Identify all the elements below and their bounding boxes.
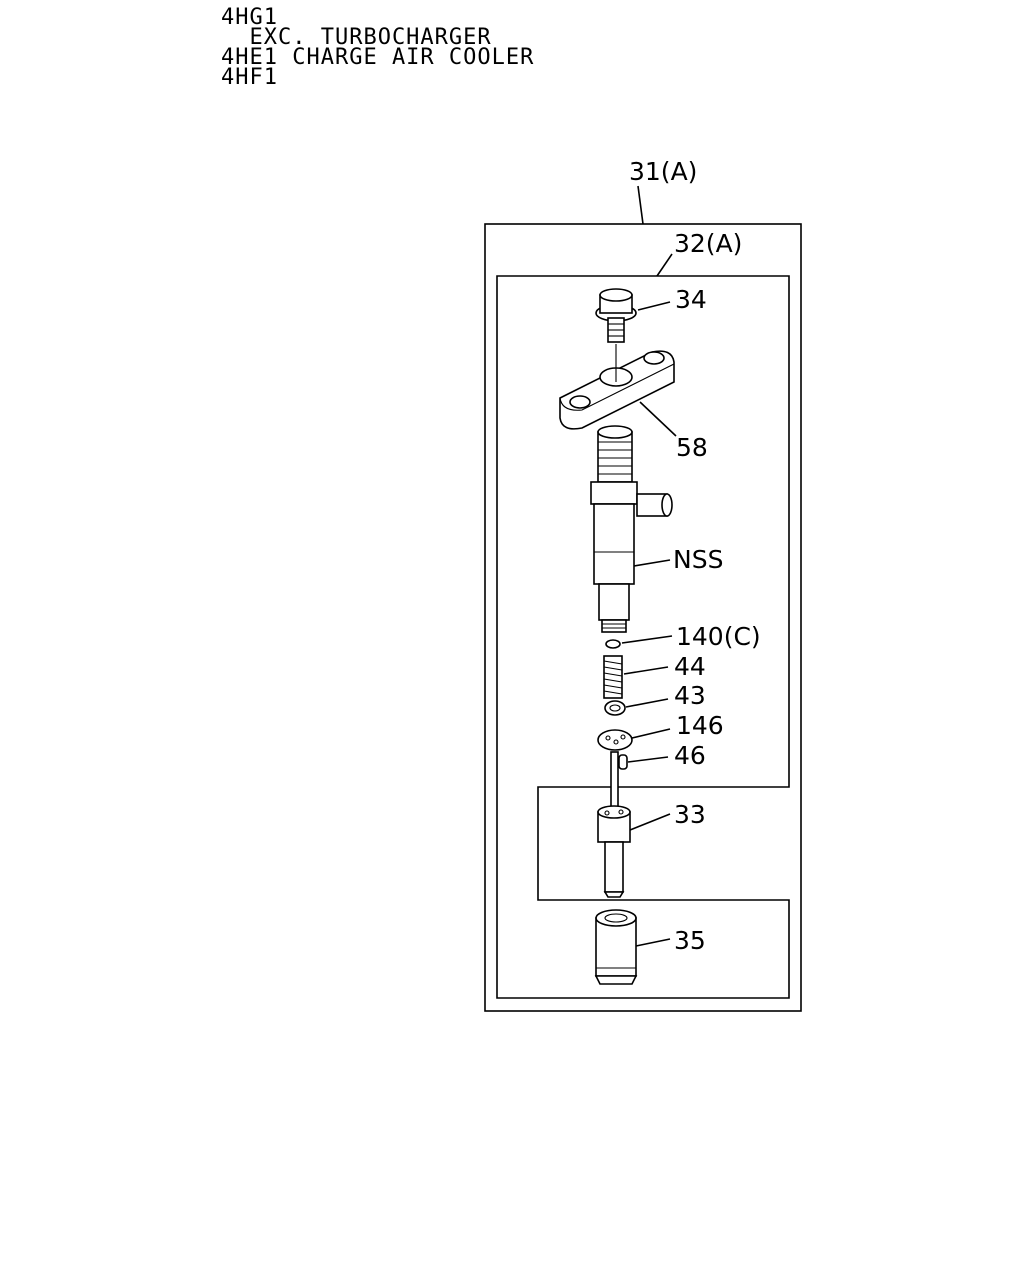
leader-43 (625, 698, 669, 708)
spring-icon (603, 655, 623, 699)
nozzle-icon (597, 751, 631, 898)
leader-44 (623, 666, 669, 675)
assembly-box-32 (496, 275, 790, 999)
leader-46 (627, 756, 669, 763)
leader-146 (631, 728, 671, 739)
callout-140: 140(C) (676, 622, 761, 651)
callout-31: 31(A) (629, 157, 697, 186)
callout-35: 35 (674, 926, 706, 955)
retaining-nut-icon (594, 909, 638, 985)
header-line-2: EXC. TURBOCHARGER (221, 25, 492, 50)
pin-icon (618, 754, 628, 770)
leader-58 (639, 401, 677, 437)
o-ring-icon (605, 639, 621, 649)
leader-33 (629, 813, 671, 831)
bolt-icon (595, 288, 637, 372)
header-line-3: 4HE1 CHARGE AIR COOLER (221, 45, 535, 70)
callout-nss: NSS (673, 545, 723, 574)
leader-32 (656, 253, 673, 277)
leader-nss (633, 559, 671, 567)
callout-43: 43 (674, 681, 706, 710)
callout-32: 32(A) (674, 229, 742, 258)
leader-34 (637, 301, 671, 311)
spacer-plate-icon (597, 729, 633, 751)
injector-body-icon (590, 425, 673, 633)
callout-44: 44 (674, 652, 706, 681)
callout-146: 146 (676, 711, 724, 740)
callout-58: 58 (676, 433, 708, 462)
leader-140 (621, 635, 673, 644)
clamp-plate-icon (559, 350, 675, 430)
header-line-1: 4HG1 (221, 5, 278, 30)
leader-35 (635, 938, 671, 947)
spring-seat-icon (604, 700, 626, 716)
callout-33: 33 (674, 800, 706, 829)
header-line-4: 4HF1 (221, 65, 278, 90)
callout-46: 46 (674, 741, 706, 770)
leader-31 (637, 185, 644, 225)
callout-34: 34 (675, 285, 707, 314)
assembly-box-31 (484, 223, 802, 1012)
